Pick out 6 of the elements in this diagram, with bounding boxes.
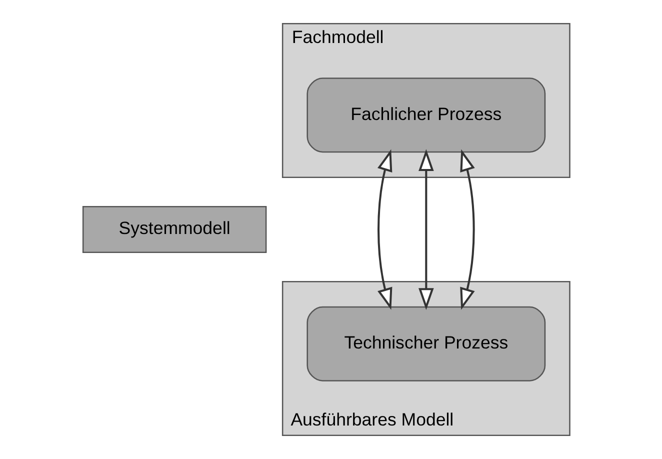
node-box: Systemmodell xyxy=(82,206,266,253)
arrow xyxy=(418,149,434,310)
node-box: Technischer Prozess xyxy=(306,306,546,382)
arrow xyxy=(460,149,474,310)
arrow xyxy=(376,149,392,310)
node-box: Fachlicher Prozess xyxy=(306,78,546,153)
